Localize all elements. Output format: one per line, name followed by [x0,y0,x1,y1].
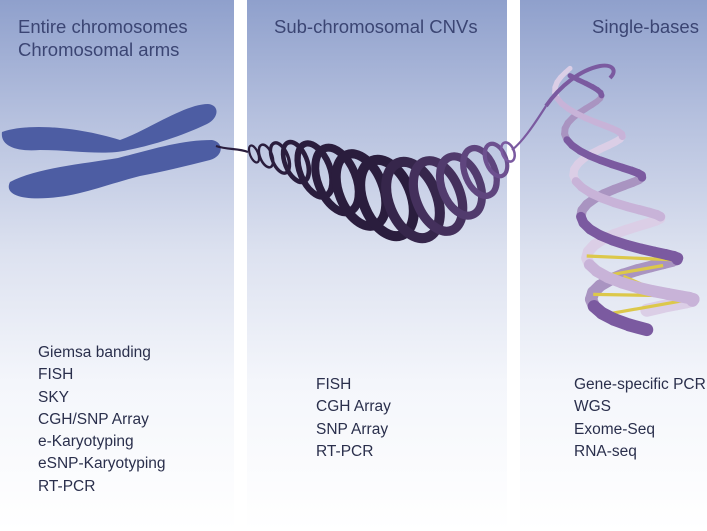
title-line: Chromosomal arms [18,39,180,60]
coil-loop [460,144,500,200]
chromosome-icon [1,104,221,199]
method-item: RNA-seq [574,442,637,460]
helix-strand-segment [640,300,669,317]
base-pair [601,298,687,317]
method-item: Gene-specific PCR [574,376,706,393]
helix-strand-segment [671,252,684,266]
base-pair [607,263,664,277]
method-list-chromosome-scale: Giemsa banding FISH SKY CGH/SNP Array e-… [38,342,166,498]
helix-strand-segment [686,293,700,307]
panel-title-chromosome-scale: Entire chromosomes Chromosomal arms [18,15,188,61]
panel-chromosome-scale [0,0,234,531]
coil-loop [500,141,516,163]
dna-helix-front-strand [544,63,700,337]
panel-title-single-base-scale: Single-bases [592,15,699,38]
coil-connector [511,105,547,151]
method-list-single-base-scale: Gene-specific PCR WGS Exome-Seq RNA-seq [574,374,706,463]
title-line: Entire chromosomes [18,16,188,37]
coil-loop [435,152,487,220]
coil-loop [381,156,445,244]
panel-cnv-scale [247,0,507,531]
helix-strand-segment [618,130,626,140]
chromatin-fiber [215,144,249,154]
method-item: WGS [574,398,612,416]
method-item: e-Karyotyping [38,433,134,451]
method-item: SKY [38,388,70,406]
panel-title-cnv-scale: Sub-chromosomal CNVs [274,15,478,38]
chromatin-coil [247,105,547,244]
method-item: CGH Array [316,398,391,416]
coil-loop [482,141,510,179]
title-line: Single-bases [592,16,699,37]
base-pair [586,254,678,262]
method-item: RT-PCR [38,477,96,495]
method-item: CGH/SNP Array [38,410,149,428]
method-item: SNP Array [316,420,389,438]
method-item: RT-PCR [316,442,374,460]
helix-strand-segment [622,318,654,337]
title-line: Sub-chromosomal CNVs [274,16,478,37]
helix-strand-segment [652,209,666,222]
method-list-cnv-scale: FISH CGH Array SNP Array RT-PCR [316,374,391,463]
method-item: FISH [316,376,352,393]
method-item: eSNP-Karyotyping [38,455,166,473]
helix-top-hook [544,63,616,108]
chromatid-upper [1,104,217,153]
method-item: FISH [38,366,74,384]
method-item: Exome-Seq [574,420,655,438]
coil-loop [408,156,468,236]
coil-loop [268,141,292,175]
chromatid-lower [8,140,221,199]
helix-strand-segment [597,89,605,99]
method-item: Giemsa banding [38,344,151,361]
